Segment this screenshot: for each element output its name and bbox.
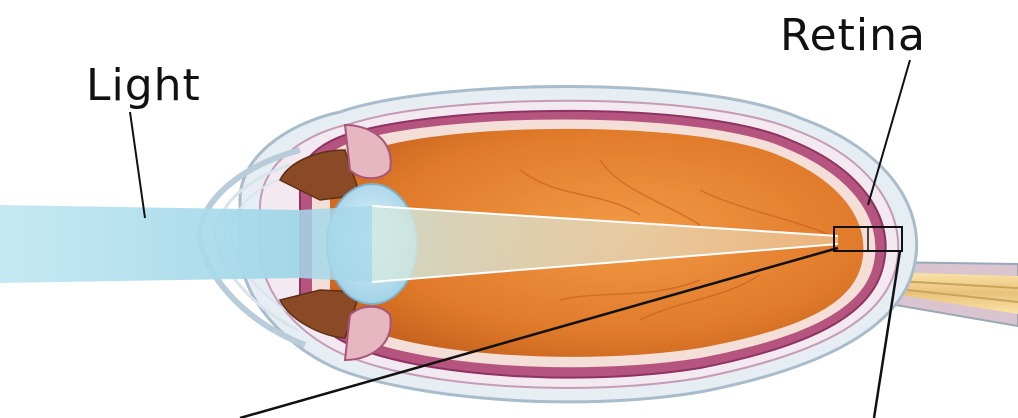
retina-label: Retina	[780, 10, 926, 61]
light-label: Light	[86, 60, 201, 111]
light-beam	[0, 205, 372, 283]
light-leader-line	[130, 112, 145, 218]
